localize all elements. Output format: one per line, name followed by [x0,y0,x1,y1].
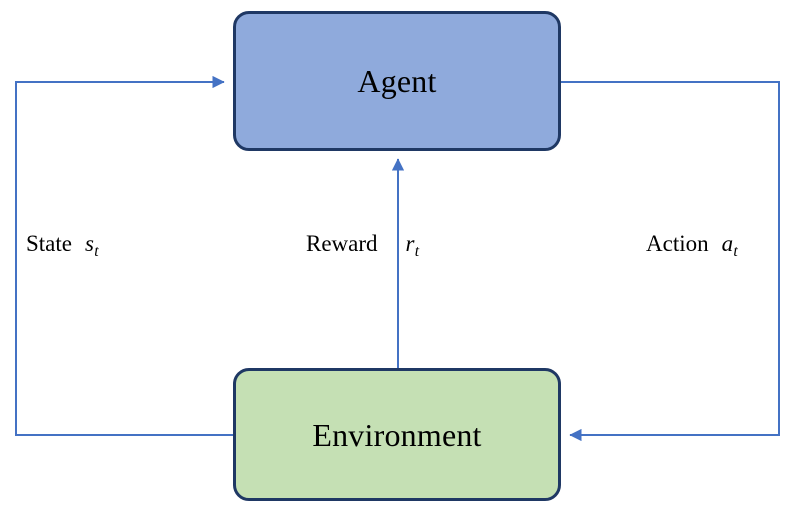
reward-edge-symbol: rt [405,231,420,259]
reward-edge-label: Reward rt [306,231,420,259]
agent-node[interactable]: Agent [233,11,561,151]
environment-node[interactable]: Environment [233,368,561,501]
reward-symbol-subscript: t [414,243,420,260]
reward-edge-text: Reward [306,231,378,256]
state-edge-text: State [26,231,72,256]
action-edge-text: Action [646,231,709,256]
state-symbol-base: s [85,231,94,256]
action-arrow [561,81,780,442]
reward-symbol-base: r [405,231,415,256]
state-arrow [15,75,233,436]
state-symbol-subscript: t [94,243,99,260]
action-symbol-base: a [721,231,734,256]
environment-node-label: Environment [312,416,482,453]
agent-node-label: Agent [357,63,437,99]
action-edge-symbol: at [721,231,738,259]
state-edge-symbol: st [85,231,99,259]
action-symbol-subscript: t [733,243,738,260]
